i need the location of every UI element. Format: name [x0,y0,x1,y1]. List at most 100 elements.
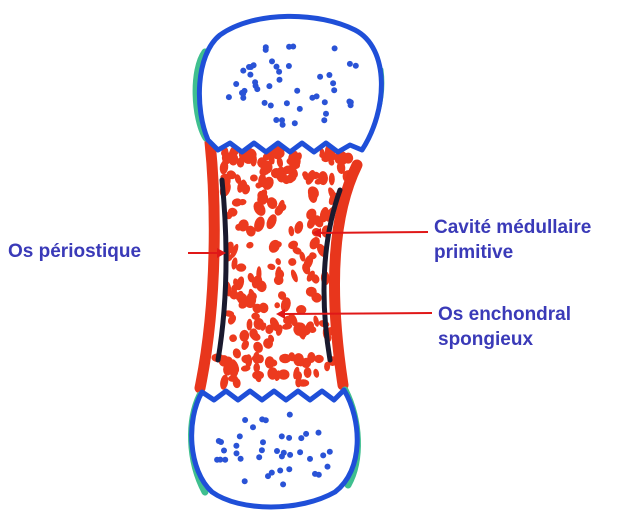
trabecula [256,280,267,293]
trabecula [314,354,324,364]
epiphysis-dot [278,433,285,440]
epiphysis-dot [277,467,284,474]
trabecula [256,354,264,364]
trabecula [328,172,335,186]
trabecula [324,361,331,372]
epiphysis-dot [321,99,328,106]
trabecula [277,369,290,380]
trabecula [293,366,300,380]
trabecula [266,214,277,230]
epiphysis-dot [294,87,301,94]
trabecula [288,313,298,327]
arrow-periosteal-bone [188,248,226,258]
epiphysis-dot [286,434,293,441]
trabecula [269,359,278,367]
epiphysis-dot [286,43,293,50]
trabecula [286,157,297,166]
epiphysis-dot [347,102,354,109]
trabecula [251,312,260,321]
trabecula [334,151,343,164]
label-spongy-bone-line2: spongieux [438,329,534,350]
trabecula [288,354,297,362]
epiphysis-dot [236,433,243,440]
trabecula [266,197,278,209]
trabecula [276,157,284,168]
trabecula [280,297,291,313]
epiphysis-dot [222,456,229,463]
epiphysis-dot [303,430,310,437]
epiphysis-dot [241,478,248,485]
epiphysis-dot [274,448,280,454]
epiphysis-dot [315,429,322,436]
trabecula [246,318,253,331]
epiphysis-dot [273,117,280,123]
epiphysis-dot [317,73,324,80]
trabecula [237,180,245,193]
trabecula [281,323,293,330]
arrow-spongy-bone [276,309,433,319]
trabecula [260,160,273,174]
epiphysis-dot [279,121,286,128]
trabecula [292,247,302,255]
arrow-medullary-cavity [312,228,429,238]
epiphysis-dot [346,60,353,67]
trabecula [250,174,258,182]
trabecula [241,340,250,350]
epiphysis-dot [233,81,240,87]
epiphysis-dot [286,411,293,418]
epiphysis-dot [266,83,273,90]
trabecula [288,240,299,250]
left-cortex [215,177,229,363]
trabecula [239,291,245,300]
right-cortex [321,187,343,363]
trabecula [247,272,255,283]
trabecula [279,353,291,364]
epiphysis-dot [309,94,316,101]
epiphysis-dot [286,466,293,473]
epiphysis-dot [250,424,256,431]
epiphysis-dot [237,455,244,462]
epiphysis-dot [247,71,254,78]
trabecula [260,322,267,331]
epiphysis-dot [297,449,304,456]
trabecula [262,153,271,161]
trabecula [295,377,302,388]
trabecula [220,374,229,390]
epiphysis-dot [262,417,269,424]
epiphysis-dot [258,447,265,454]
trabecula [227,314,237,325]
epiphysis-dot [252,82,259,89]
label-spongy-bone-line1: Os enchondral [438,304,572,325]
trabecula [310,171,320,180]
label-periosteal-bone-text: Os périostique [8,241,142,262]
epiphysis-dot [352,62,359,69]
epiphysis-dot [291,120,298,127]
trabecula [232,348,242,359]
trabecula [236,157,245,168]
trabecula [296,304,307,315]
bottom-epiphysis-dots [214,411,333,488]
epiphysis-dot [285,63,292,69]
epiphysis-dot [283,100,290,107]
epiphysis-dot [276,68,283,75]
label-periosteal-bone: Os périostique [8,239,141,264]
trabecula [278,291,287,300]
label-spongy-bone: Os enchondral spongieux [438,302,571,352]
epiphysis-dot [321,117,328,124]
trabecula [262,180,270,190]
epiphysis-dot [268,469,275,476]
epiphysis-dot [233,442,240,449]
epiphysis-dot [221,447,227,454]
trabecula [263,338,274,349]
trabecula [277,199,285,215]
trabecula [274,302,281,309]
trabecula [313,368,320,378]
trabecula [223,310,235,317]
trabecula [235,223,243,231]
trabecula [271,168,282,179]
trabecula [253,201,266,216]
trabecula [265,324,274,335]
trabecula [268,239,280,253]
trabecula [328,158,335,166]
